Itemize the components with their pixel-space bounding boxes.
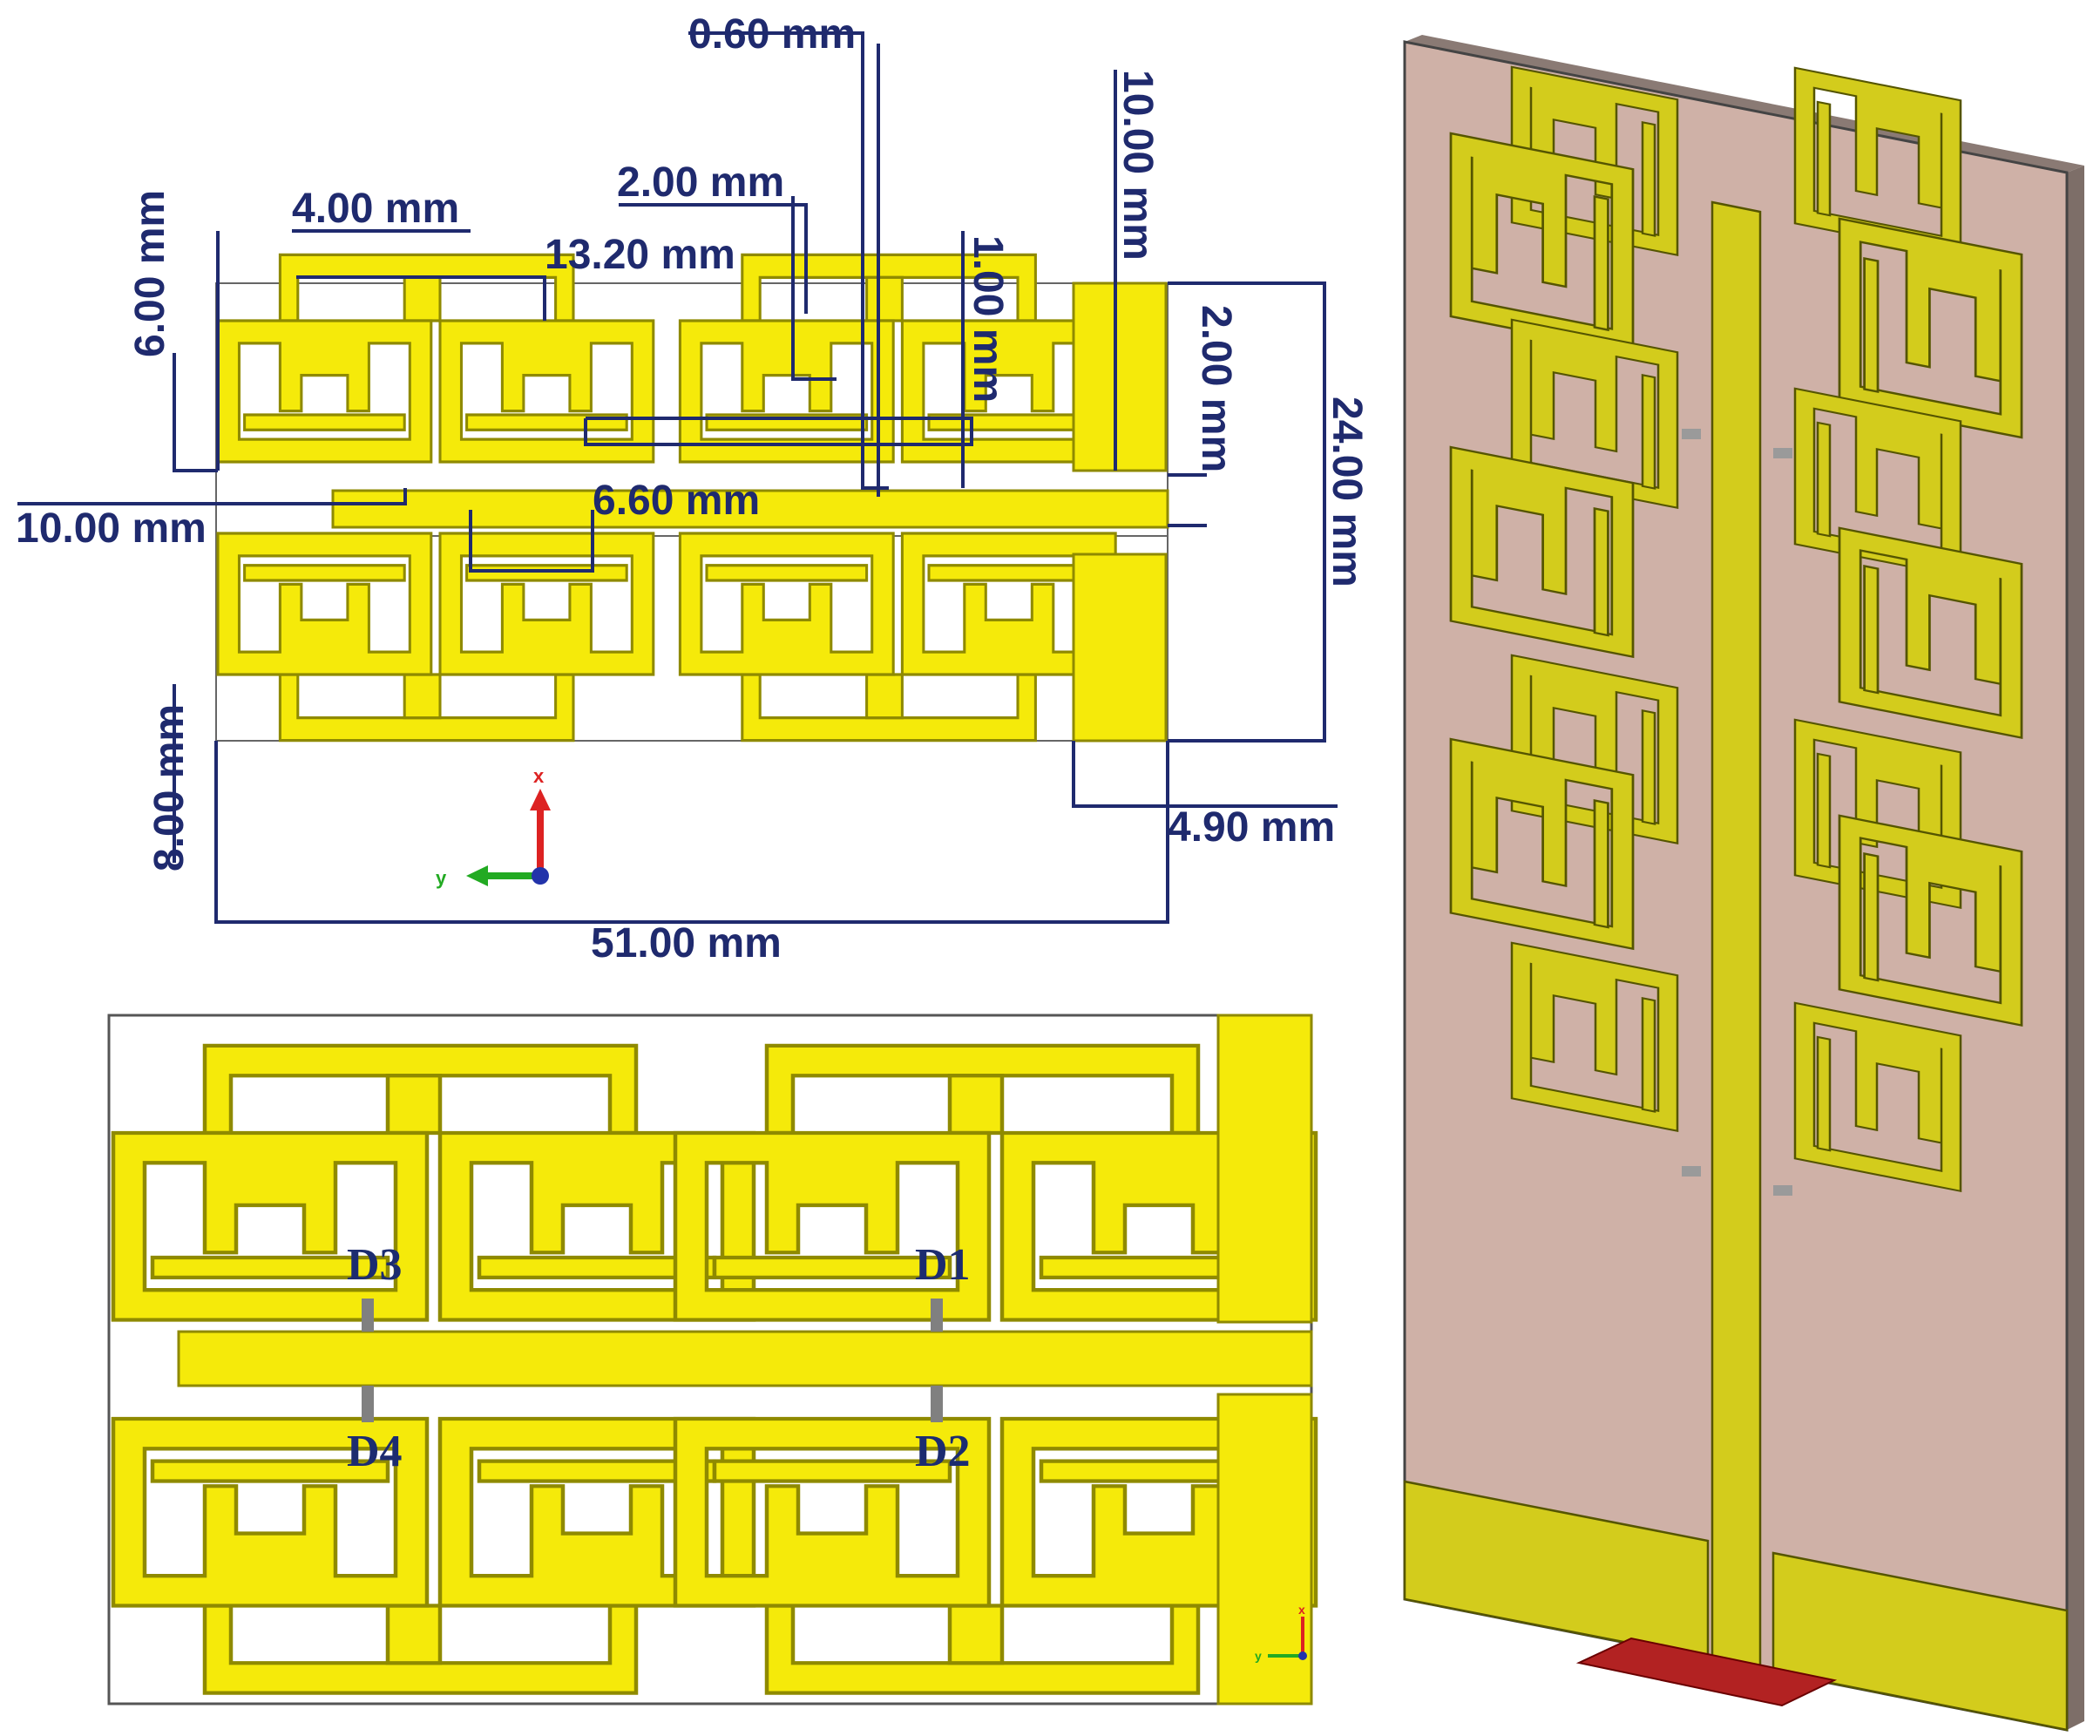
dim-4-00: 4.00 mm xyxy=(292,186,459,232)
dim-13-20: 13.20 mm xyxy=(545,232,735,278)
diode-d2 xyxy=(931,1386,943,1422)
diode-3d-1 xyxy=(1682,429,1701,439)
diode-d4 xyxy=(362,1386,374,1422)
substrate-top-edge xyxy=(1405,35,2084,173)
feed-port xyxy=(1575,1637,1838,1707)
feed-3d xyxy=(1710,200,1762,1673)
dim-2-00-top: 2.00 mm xyxy=(617,159,784,206)
dim-0-60: 0.60 mm xyxy=(688,11,856,58)
diode-3d-4 xyxy=(1773,1185,1792,1196)
dim-6-60: 6.60 mm xyxy=(593,478,760,524)
diode-label-d4: D4 xyxy=(347,1427,403,1476)
diode-d3 xyxy=(362,1299,374,1332)
axis-y-label: y xyxy=(436,867,447,889)
axis-triad-bottom: x y xyxy=(1255,1603,1307,1663)
diode-label-d3: D3 xyxy=(347,1240,403,1290)
ground-stub-top xyxy=(1072,281,1168,472)
dim-51-00: 51.00 mm xyxy=(591,920,782,966)
bottom-ground-stub-bottom xyxy=(1216,1393,1313,1705)
diode-d1 xyxy=(931,1299,943,1332)
dim-6-00: 6.00 mm xyxy=(127,190,173,357)
bottom-view-panel: D3 D1 D4 D2 x y xyxy=(107,1014,1316,1705)
diode-3d-3 xyxy=(1682,1166,1701,1177)
3d-view-panel xyxy=(1403,35,2084,1732)
axis-triad-top: x y xyxy=(436,765,551,889)
dimension-lines xyxy=(17,31,1338,924)
dim-2-00-vertical: 2.00 mm xyxy=(1193,305,1239,472)
ground-3d-right xyxy=(1771,1551,2069,1732)
diode-3d-2 xyxy=(1773,448,1792,458)
dim-10-00-left: 10.00 mm xyxy=(16,505,207,552)
bottom-feed-line xyxy=(177,1330,1313,1387)
substrate-side-edge xyxy=(2067,166,2084,1730)
diode-label-d1: D1 xyxy=(915,1240,971,1290)
dim-24-00: 24.00 mm xyxy=(1324,397,1370,587)
axis-y-label-small: y xyxy=(1255,1649,1262,1663)
dim-8-00: 8.00 mm xyxy=(146,704,193,871)
ground-stub-bottom xyxy=(1072,553,1168,743)
dim-4-90: 4.90 mm xyxy=(1168,804,1335,851)
dim-1-00: 1.00 mm xyxy=(965,235,1011,403)
axis-x-label: x xyxy=(533,765,545,787)
diode-label-d2: D2 xyxy=(915,1427,971,1476)
top-view-panel: 0.60 mm 2.00 mm 4.00 mm 13.20 mm 6.00 mm… xyxy=(16,11,1370,966)
bottom-ground-stub-top xyxy=(1216,1014,1313,1324)
axis-x-label-small: x xyxy=(1298,1603,1305,1617)
dim-10-00-vertical: 10.00 mm xyxy=(1114,70,1161,261)
